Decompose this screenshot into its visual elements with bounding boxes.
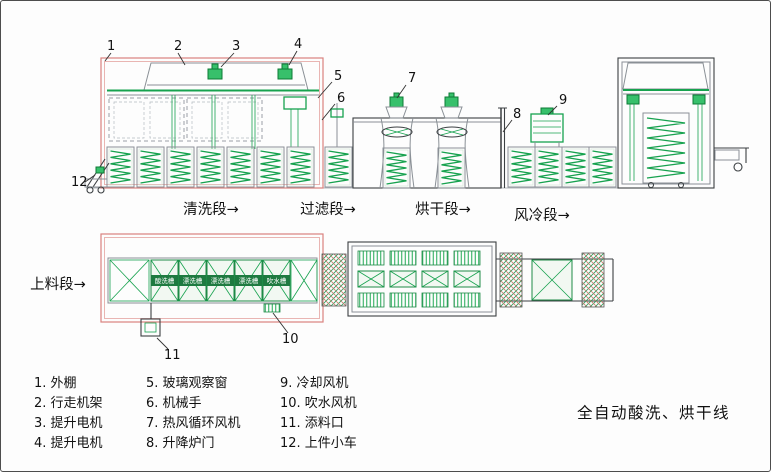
legend-item-7: 7. 热风循环风机 xyxy=(146,416,241,431)
legend-item-4: 4. 提升电机 xyxy=(34,436,103,451)
callout-1: 1 xyxy=(107,39,115,54)
callout-2: 2 xyxy=(174,39,182,54)
section-label-loading: 上料段→ xyxy=(30,276,86,293)
water-blow-fan xyxy=(263,303,281,313)
oven-chamber-left xyxy=(379,117,415,188)
plan-right-frame xyxy=(290,259,318,302)
section-label-washing: 清洗段→ xyxy=(183,201,239,218)
plan-tank-rinse-2: 漂洗槽 xyxy=(206,259,235,302)
plan-tank-label: 酸洗槽 xyxy=(155,276,175,285)
section-labels: 清洗段→ 过滤段→ 烘干段→ 风冷段→ 上料段→ xyxy=(30,201,570,293)
plan-tank-label: 漂洗槽 xyxy=(239,276,259,285)
callout-7: 7 xyxy=(408,71,416,86)
plan-tank-rinse-1: 漂洗槽 xyxy=(178,259,207,302)
callouts: 1 2 3 4 5 6 7 8 9 10 11 12 xyxy=(71,37,567,363)
callout-3: 3 xyxy=(232,39,240,54)
section-label-filtering: 过滤段→ xyxy=(300,201,356,218)
callout-9: 9 xyxy=(559,93,567,108)
plan-tank-label: 漂洗槽 xyxy=(183,276,203,285)
legend-column-2: 5. 玻璃观察窗 6. 机械手 7. 热风循环风机 8. 升降炉门 xyxy=(146,375,264,452)
legend-item-10: 10. 吹水风机 xyxy=(280,396,357,411)
drawing-title: 全自动酸洗、烘干线 xyxy=(577,404,731,422)
legend-item-9: 9. 冷却风机 xyxy=(280,376,349,391)
feed-port xyxy=(140,303,161,337)
filter-tank xyxy=(325,103,352,187)
plan-view: 酸洗槽 漂洗槽 漂洗槽 漂洗槽 xyxy=(100,233,614,337)
plan-left-frame xyxy=(109,259,150,302)
furnace-door xyxy=(498,107,507,188)
legend-column-3: 9. 冷却风机 10. 吹水风机 11. 添料口 12. 上件小车 xyxy=(280,375,390,452)
hoist-chains xyxy=(171,95,256,149)
plan-oven-unit xyxy=(347,241,497,317)
plan-tank-rinse-3: 漂洗槽 xyxy=(234,259,263,302)
legend-item-12: 12. 上件小车 xyxy=(280,436,357,451)
callout-8: 8 xyxy=(513,107,521,122)
legend-item-5: 5. 玻璃观察窗 xyxy=(146,376,228,391)
manipulator xyxy=(283,96,307,147)
lifting-motor-left xyxy=(207,63,223,80)
oven-chamber-right xyxy=(434,117,470,188)
walking-frame xyxy=(107,62,319,96)
hot-air-fan-right xyxy=(440,92,463,119)
hot-air-fan-left xyxy=(385,92,408,119)
plan-tank-acid: 酸洗槽 xyxy=(150,259,179,302)
legend-item-8: 8. 升降炉门 xyxy=(146,436,215,451)
legend-item-2: 2. 行走机架 xyxy=(34,396,103,411)
plan-exit-conveyor xyxy=(496,252,614,308)
transfer-roller-left xyxy=(321,253,347,307)
callout-12: 12 xyxy=(71,175,88,190)
callout-11: 11 xyxy=(164,348,181,363)
legend: 1. 外棚 2. 行走机架 3. 提升电机 4. 提升电机 5. 玻璃观察窗 6… xyxy=(34,375,390,452)
dashed-tank-outline xyxy=(108,97,263,142)
callout-5: 5 xyxy=(334,69,342,84)
drying-oven xyxy=(352,92,507,189)
elevator-unit xyxy=(617,57,715,189)
plan-tanks: 酸洗槽 漂洗槽 漂洗槽 漂洗槽 xyxy=(150,259,291,302)
plan-tank-blow: 吹水槽 xyxy=(262,259,291,302)
unload-cart xyxy=(714,147,749,172)
side-view xyxy=(84,57,749,194)
washing-shed-frame xyxy=(100,57,324,189)
lifting-motor-right xyxy=(277,63,293,80)
legend-item-3: 3. 提升电机 xyxy=(34,416,103,431)
callout-4: 4 xyxy=(294,37,302,52)
callout-10: 10 xyxy=(282,332,299,347)
air-cooling-tanks xyxy=(508,147,616,187)
callout-6: 6 xyxy=(337,91,345,106)
legend-item-11: 11. 添料口 xyxy=(280,416,344,431)
plan-tank-label: 吹水槽 xyxy=(267,276,287,285)
legend-column-1: 1. 外棚 2. 行走机架 3. 提升电机 4. 提升电机 xyxy=(34,375,130,452)
washing-tanks xyxy=(107,147,314,187)
section-label-air-cooling: 风冷段→ xyxy=(514,207,570,224)
section-label-drying: 烘干段→ xyxy=(415,201,471,218)
plan-tank-label: 漂洗槽 xyxy=(211,276,231,285)
legend-item-1: 1. 外棚 xyxy=(34,376,77,391)
loading-trolley xyxy=(84,158,110,194)
legend-item-6: 6. 机械手 xyxy=(146,396,202,411)
cooling-fan xyxy=(530,107,564,147)
